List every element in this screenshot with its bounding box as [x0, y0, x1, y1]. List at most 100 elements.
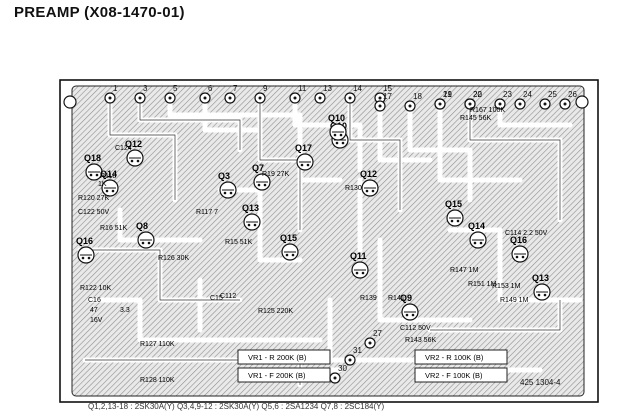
- terminal-label: 7: [233, 84, 238, 93]
- component-label: C15: [210, 295, 223, 302]
- component-label: C16: [88, 297, 101, 304]
- terminal-label: 15: [383, 84, 392, 93]
- transistor-q18: Q18: [84, 153, 103, 181]
- transistor-q12: Q12: [125, 139, 144, 167]
- terminal-7: 7: [224, 84, 238, 104]
- component-label: 1K: [98, 181, 107, 188]
- transistor-q17: Q17: [295, 143, 314, 171]
- terminal-label: 3: [143, 84, 148, 93]
- terminal-label: 27: [373, 329, 382, 338]
- component-label: R122 10K: [80, 285, 111, 292]
- mounting-hole-right: [575, 95, 589, 109]
- terminal-label: 22: [473, 90, 482, 99]
- terminal-label: 6: [208, 84, 213, 93]
- component-label: C122 50V: [78, 209, 109, 216]
- terminal-label: 19: [443, 90, 452, 99]
- terminal-label: 18: [413, 92, 422, 101]
- transistor-q10: Q10: [328, 113, 347, 141]
- terminal-26: 26: [559, 90, 577, 110]
- component-label: R16 51K: [100, 225, 128, 232]
- component-label: R128 110K: [140, 377, 175, 384]
- terminal-25: 25: [539, 90, 557, 110]
- footer-note: Q1,2,13-18 : 2SK30A(Y) Q3,4,9-12 : 2SK30…: [88, 402, 385, 411]
- terminal-17: 17: [374, 92, 392, 112]
- component-label: 16V: [90, 317, 103, 324]
- transistor-label: Q12: [125, 139, 142, 149]
- terminal-3: 3: [134, 84, 148, 104]
- component-label: 3.3: [120, 307, 130, 314]
- component-label: R120 27K: [78, 195, 109, 202]
- transistor-label: Q8: [136, 221, 148, 231]
- terminal-14: 14: [344, 84, 362, 104]
- pot-label: VR1 - F 200K (B): [248, 371, 306, 380]
- terminal-label: 11: [298, 84, 307, 93]
- component-label: R139: [360, 295, 377, 302]
- component-label: R151 1M: [468, 281, 497, 288]
- transistor-q13: Q13: [532, 273, 551, 301]
- transistor-q12: Q12: [360, 169, 379, 197]
- component-label: C114 2.2 50V: [505, 230, 548, 237]
- component-label: R143 56K: [405, 337, 436, 344]
- pot-vr1-f: [237, 367, 331, 383]
- component-label: 47: [90, 307, 98, 314]
- terminal-label: 13: [323, 84, 332, 93]
- component-label: R147 1M: [450, 267, 479, 274]
- pot-label: VR1 - R 200K (B): [248, 353, 307, 362]
- terminal-label: 1: [113, 84, 118, 93]
- transistor-label: Q15: [280, 233, 297, 243]
- transistor-q8: Q8: [136, 221, 155, 249]
- terminal-label: 24: [523, 90, 532, 99]
- transistor-layer: Q18Q12Q14Q16Q8Q3Q7Q13Q17Q15Q10Q12Q11Q9Q1…: [76, 113, 551, 321]
- trace-outlines: [80, 98, 561, 385]
- component-label: R149 1M: [500, 297, 529, 304]
- terminal-18: 18: [404, 92, 422, 112]
- component-label: R19 27K: [262, 171, 290, 178]
- terminal-23: 23: [494, 90, 512, 110]
- transistor-q15: Q15: [445, 199, 464, 227]
- transistor-q16: Q16: [510, 235, 529, 263]
- transistor-q14: Q14: [100, 169, 119, 197]
- pot-vr1-r: [237, 349, 331, 365]
- transistor-label: Q17: [295, 143, 312, 153]
- transistor-q7: Q7: [252, 163, 271, 191]
- component-label: R145 56K: [460, 115, 491, 122]
- component-label: C124: [115, 145, 132, 152]
- terminal-label: 17: [383, 92, 392, 101]
- transistor-label: Q9: [400, 293, 412, 303]
- page-title: PREAMP (X08-1470-01): [14, 4, 185, 21]
- component-label: R153 1M: [492, 283, 521, 290]
- terminal-13: 13: [314, 84, 332, 104]
- terminal-1: 1: [104, 84, 118, 104]
- terminal-24: 24: [514, 90, 532, 110]
- component-label: R118: [100, 173, 116, 180]
- terminal-label: 20: [473, 90, 482, 99]
- transistor-q11: Q11: [350, 251, 369, 279]
- transistor-q14: Q14: [468, 221, 487, 249]
- terminal-label: 5: [173, 84, 178, 93]
- component-label: R130: [345, 185, 362, 192]
- transistor-label: Q16: [76, 236, 93, 246]
- terminal-30: 30: [329, 364, 347, 384]
- transistor-label: Q3: [218, 171, 230, 181]
- terminal-label: 25: [548, 90, 557, 99]
- component-label: R15 51K: [225, 239, 253, 246]
- component-label: R117 7: [196, 209, 218, 216]
- terminal-11: 11: [289, 84, 307, 104]
- component-label: R126 30K: [158, 255, 189, 262]
- terminal-6: 6: [199, 84, 213, 104]
- transistor-q13: Q13: [242, 203, 261, 231]
- transistor-q9: Q9: [400, 293, 419, 321]
- terminal-5: 5: [164, 84, 178, 104]
- transistor-label: Q16: [510, 235, 527, 245]
- transistor-label: Q13: [532, 273, 549, 283]
- terminal-label: 9: [263, 84, 268, 93]
- terminal-label: 26: [568, 90, 577, 99]
- transistor-q15: Q15: [280, 233, 299, 261]
- terminal-label: 31: [353, 346, 362, 355]
- terminal-27: 27: [364, 329, 382, 349]
- component-label: R141: [388, 295, 405, 302]
- pot-label: VR2 - R 100K (B): [425, 353, 484, 362]
